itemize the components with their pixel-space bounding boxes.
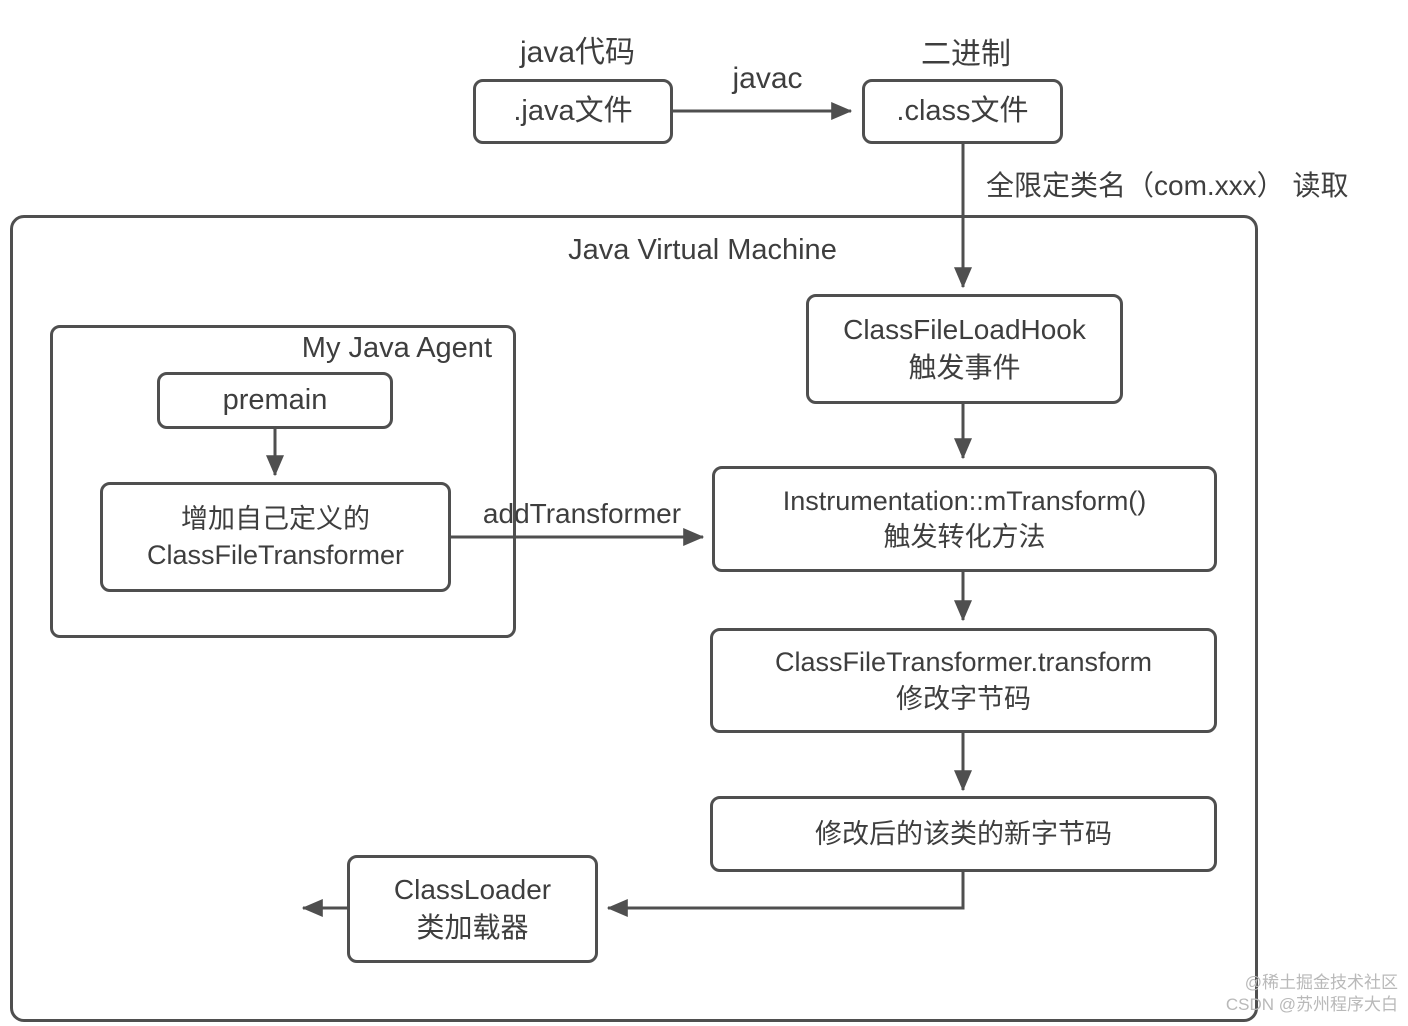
classfileloadhook-line2: 触发事件 [908, 352, 1021, 383]
classfileloadhook-line1: ClassFileLoadHook [843, 314, 1086, 346]
jvm-container-box [10, 215, 1258, 1022]
classloader-line1: ClassLoader [393, 874, 552, 906]
watermark-line2: CSDN @苏州程序大白 [1225, 995, 1398, 1014]
custom-transformer-line2: ClassFileTransformer [146, 540, 405, 570]
instrumentation-node: Instrumentation::mTransform() 触发转化方法 [712, 466, 1217, 572]
classfileloadhook-node: ClassFileLoadHook 触发事件 [806, 294, 1123, 404]
classloader-line2: 类加载器 [416, 912, 529, 943]
my-java-agent-title: My Java Agent [301, 332, 492, 364]
premain-label: premain [222, 383, 328, 416]
java-file-node: .java文件 [473, 79, 673, 144]
watermark: @稀土掘金技术社区 CSDN @苏州程序大白 [1080, 972, 1398, 1016]
instrumentation-line1: Instrumentation::mTransform() [782, 485, 1147, 516]
javac-arrow-label: javac [732, 62, 803, 95]
watermark-line1: @稀土掘金技术社区 [1244, 973, 1398, 992]
fqcn-read-label: 全限定类名（com.xxx） 读取 [986, 170, 1349, 201]
transform-method-line2: 修改字节码 [896, 683, 1031, 714]
my-java-agent-box [50, 325, 516, 638]
transform-method-line1: ClassFileTransformer.transform [774, 647, 1153, 678]
java-file-label: .java文件 [513, 94, 633, 127]
custom-transformer-node: 增加自己定义的 ClassFileTransformer [100, 482, 451, 592]
premain-node: premain [157, 372, 393, 429]
custom-transformer-line1: 增加自己定义的 [181, 503, 370, 534]
class-file-label: .class文件 [896, 94, 1029, 127]
add-transformer-arrow-label: addTransformer [482, 498, 682, 529]
java-source-caption: java代码 [519, 36, 636, 69]
transform-method-node: ClassFileTransformer.transform 修改字节码 [710, 628, 1217, 733]
new-bytecode-label: 修改后的该类的新字节码 [815, 818, 1112, 849]
instrumentation-line2: 触发转化方法 [883, 522, 1046, 552]
class-file-node: .class文件 [862, 79, 1063, 144]
classloader-node: ClassLoader 类加载器 [347, 855, 598, 963]
new-bytecode-node: 修改后的该类的新字节码 [710, 796, 1217, 872]
binary-caption: 二进制 [921, 38, 1011, 71]
jvm-title: Java Virtual Machine [568, 234, 837, 266]
